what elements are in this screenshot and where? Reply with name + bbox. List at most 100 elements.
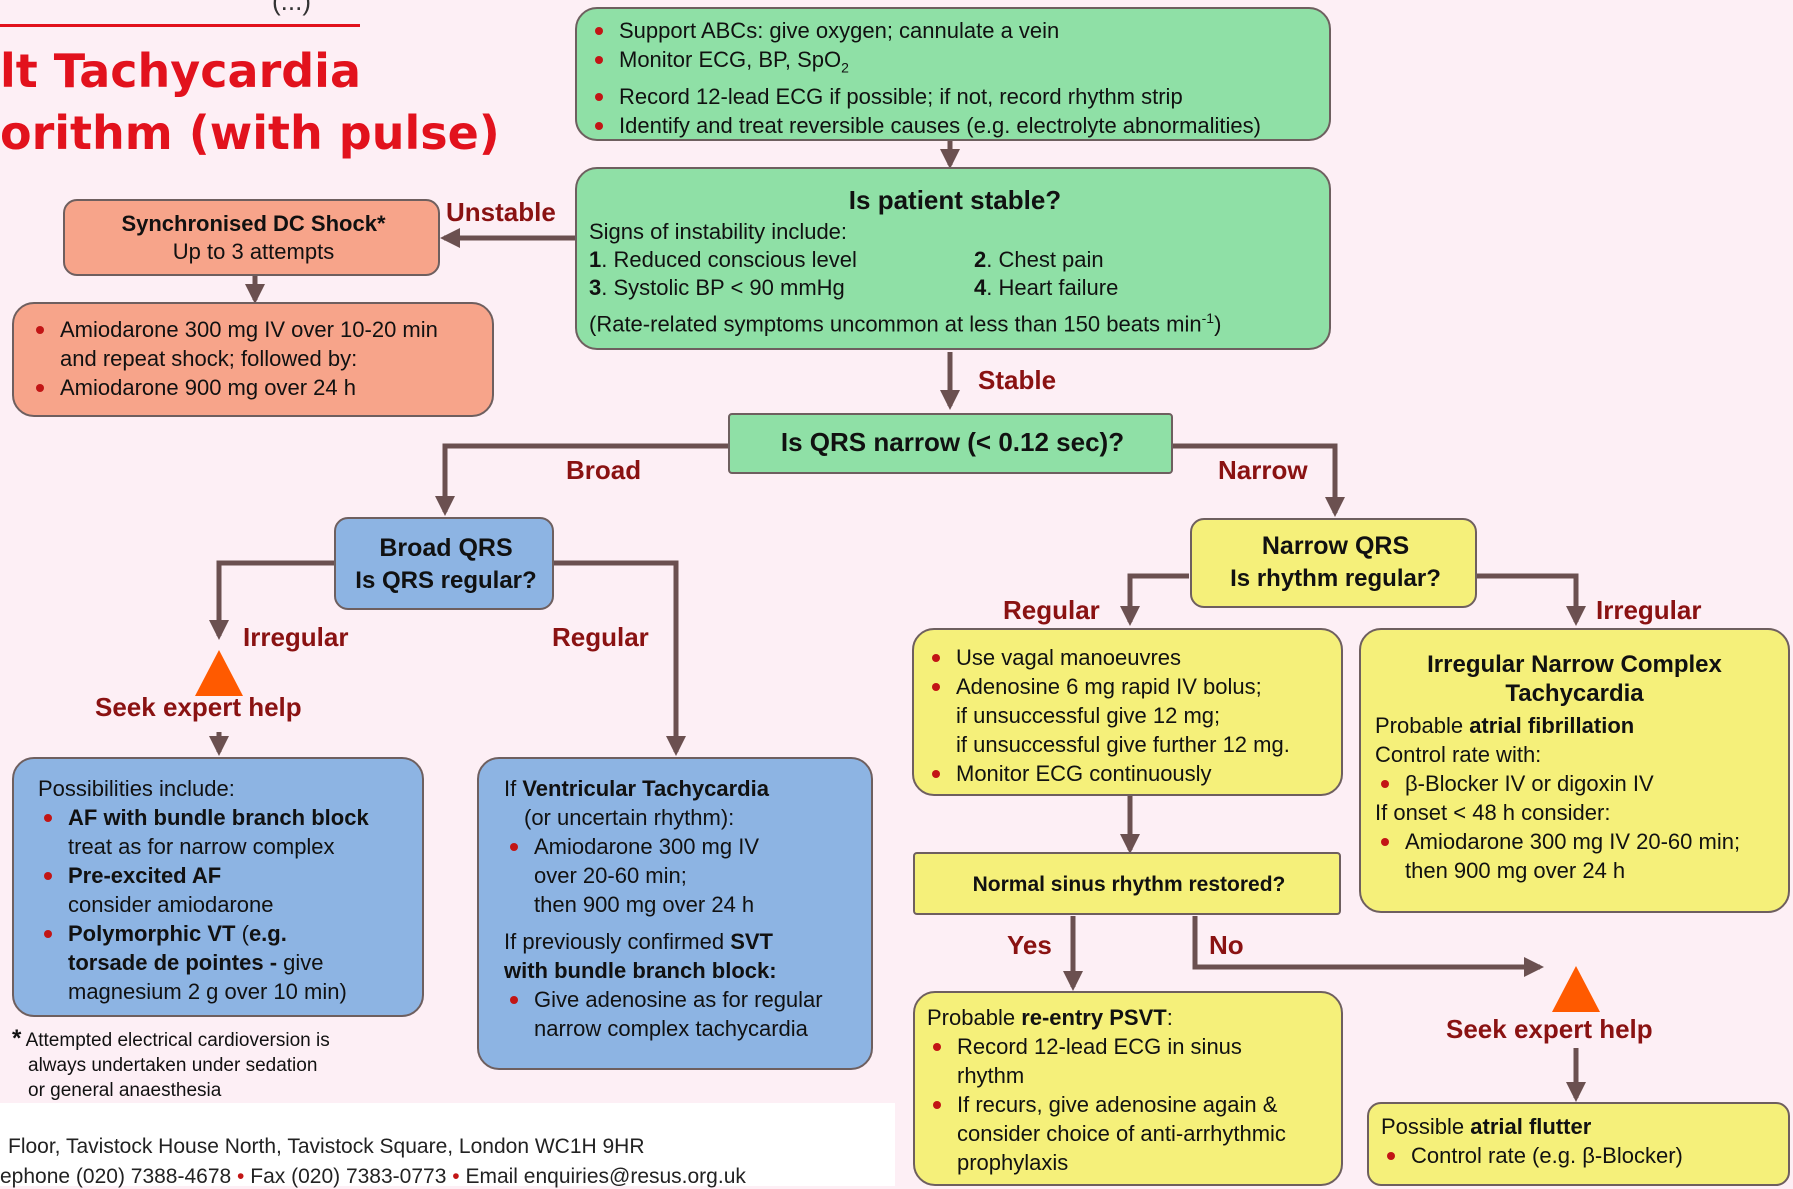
label-no: No [1209,930,1244,960]
label-narrow: Narrow [1218,455,1308,485]
list-item: Polymorphic VT (e.g. [38,919,422,948]
list-item: If recurs, give adenosine again & [927,1090,1341,1119]
irregular-narrow-title2: Tachycardia [1505,680,1644,707]
narrow-regular-box: Use vagal manoeuvres Adenosine 6 mg rapi… [912,628,1343,796]
flutter-heading: Possible atrial flutter [1381,1114,1592,1139]
broad-qrs-subtitle: Is QRS regular? [355,567,537,594]
list-item-cont: then 900 mg over 24 h [534,892,755,917]
list-item-cont: torsade de pointes - give [68,950,324,975]
broad-regular-box: If Ventricular Tachycardia (or uncertain… [477,757,873,1070]
nsr-question-box: Normal sinus rhythm restored? [913,852,1341,915]
warning-triangle-icon [195,650,243,696]
list-item-cont: rhythm [957,1063,1025,1088]
dc-shock-subtitle: Up to 3 attempts [172,239,335,264]
label-irregular-right: Irregular [1596,595,1702,625]
list-item-cont: narrow complex tachycardia [534,1016,808,1041]
list-item: β-Blocker IV or digoxin IV [1375,769,1788,798]
label-regular-right: Regular [1003,595,1100,625]
onset-heading: If onset < 48 h consider: [1375,800,1611,825]
arrow-narrow-irregular [1477,573,1586,626]
sign-4: 4. Heart failure [974,275,1119,300]
vt-uncertain: (or uncertain rhythm): [524,805,735,830]
list-item: AF with bundle branch block [38,803,422,832]
list-item: Amiodarone 300 mg IV over 10-20 min [30,315,492,344]
broad-qrs-box: Broad QRS Is QRS regular? [334,517,554,610]
arrow-broad-irregular [209,560,336,640]
list-item-cont: prophylaxis [957,1150,1069,1175]
qrs-question-box: Is QRS narrow (< 0.12 sec)? [728,413,1173,474]
list-item-cont: if unsuccessful give further 12 mg. [956,732,1290,757]
seek-expert-left: Seek expert help [95,692,302,722]
svt-heading-2: with bundle branch block: [504,958,777,983]
stability-title: Is patient stable? [848,185,1062,215]
sign-3: 3. Systolic BP < 90 mmHg [589,275,845,300]
list-item: Amiodarone 300 mg IV 20-60 min; [1375,827,1788,856]
psvt-heading: Probable re-entry PSVT: [927,1005,1173,1030]
list-item: Support ABCs: give oxygen; cannulate a v… [589,16,1329,45]
arrow-narrow-regular [1120,573,1189,626]
narrow-qrs-title: Narrow QRS [1261,532,1410,560]
list-item-cont: consider amiodarone [68,892,274,917]
label-regular-left: Regular [552,622,649,652]
sign-2: 2. Chest pain [974,247,1104,272]
arrow-broad [435,443,728,516]
list-item-cont: consider choice of anti-arrhythmic [957,1121,1286,1146]
list-item: Control rate (e.g. β-Blocker) [1381,1141,1788,1170]
arrow-broad-regular [554,560,686,756]
list-item-cont: and repeat shock; followed by: [60,346,358,371]
control-heading: Control rate with: [1375,742,1542,767]
possibilities-intro: Possibilities include: [38,776,235,801]
broad-irregular-box: Possibilities include: AF with bundle br… [12,757,424,1017]
instability-intro: Signs of instability include: [589,219,848,244]
list-item: Record 12-lead ECG if possible; if not, … [589,82,1329,111]
label-unstable: Unstable [446,197,556,227]
label-stable: Stable [978,365,1057,395]
broad-qrs-title: Broad QRS [379,534,513,562]
label-broad: Broad [566,455,642,485]
list-item: Pre-excited AF [38,861,422,890]
vt-heading: If Ventricular Tachycardia [504,776,769,801]
list-item-cont: magnesium 2 g over 10 min) [68,979,347,1004]
list-item-cont: then 900 mg over 24 h [1405,858,1626,883]
irregular-narrow-title1: Irregular Narrow Complex [1427,651,1722,678]
list-item-cont: treat as for narrow complex [68,834,335,859]
qrs-question-title: Is QRS narrow (< 0.12 sec)? [780,427,1125,457]
seek-expert-right: Seek expert help [1446,1014,1653,1044]
header-top-fragment: (...) [272,0,311,16]
svt-heading: If previously confirmed SVT [504,929,773,954]
stability-question-box: Is patient stable? Signs of instability … [575,167,1331,350]
list-item: Identify and treat reversible causes (e.… [589,111,1329,140]
af-heading: Probable atrial fibrillation [1375,713,1635,738]
footnote: * Attempted electrical cardioversion is … [12,1025,330,1101]
sign-1: 1. Reduced conscious level [589,247,857,272]
nsr-title: Normal sinus rhythm restored? [972,873,1286,896]
arrow-no [1192,916,1544,977]
narrow-qrs-subtitle: Is rhythm regular? [1230,565,1441,592]
footer-line2: ephone (020) 7388-4678 • Fax (020) 7383-… [0,1165,746,1188]
header-rule [0,0,360,27]
list-item: Monitor ECG continuously [926,759,1341,788]
footer-line1: Floor, Tavistock House North, Tavistock … [8,1135,645,1158]
list-item-cont: over 20-60 min; [534,863,687,888]
rate-note: (Rate-related symptoms uncommon at less … [589,310,1222,337]
list-item-cont: if unsuccessful give 12 mg; [956,703,1221,728]
list-item: Monitor ECG, BP, SpO2 [589,45,1329,82]
warning-triangle-icon [1552,966,1600,1012]
list-item: Amiodarone 900 mg over 24 h [30,373,492,402]
narrow-qrs-box: Narrow QRS Is rhythm regular? [1190,518,1477,608]
list-item: Use vagal manoeuvres [926,643,1341,672]
list-item: Record 12-lead ECG in sinus [927,1032,1341,1061]
list-item: Give adenosine as for regular [504,985,871,1014]
list-item: Adenosine 6 mg rapid IV bolus; [926,672,1341,701]
psvt-box: Probable re-entry PSVT: Record 12-lead E… [913,991,1343,1186]
page-title-line1: lt Tachycardia [0,44,361,98]
initial-actions-box: Support ABCs: give oxygen; cannulate a v… [575,7,1331,141]
page-title-line2: orithm (with pulse) [0,106,500,160]
label-irregular-left: Irregular [243,622,349,652]
irregular-narrow-box: Irregular Narrow Complex Tachycardia Pro… [1359,628,1790,913]
label-yes: Yes [1007,930,1052,960]
amiodarone-shock-box: Amiodarone 300 mg IV over 10-20 min and … [12,302,494,417]
footer-address: Floor, Tavistock House North, Tavistock … [0,1103,895,1188]
arrow-narrow [1173,443,1345,517]
